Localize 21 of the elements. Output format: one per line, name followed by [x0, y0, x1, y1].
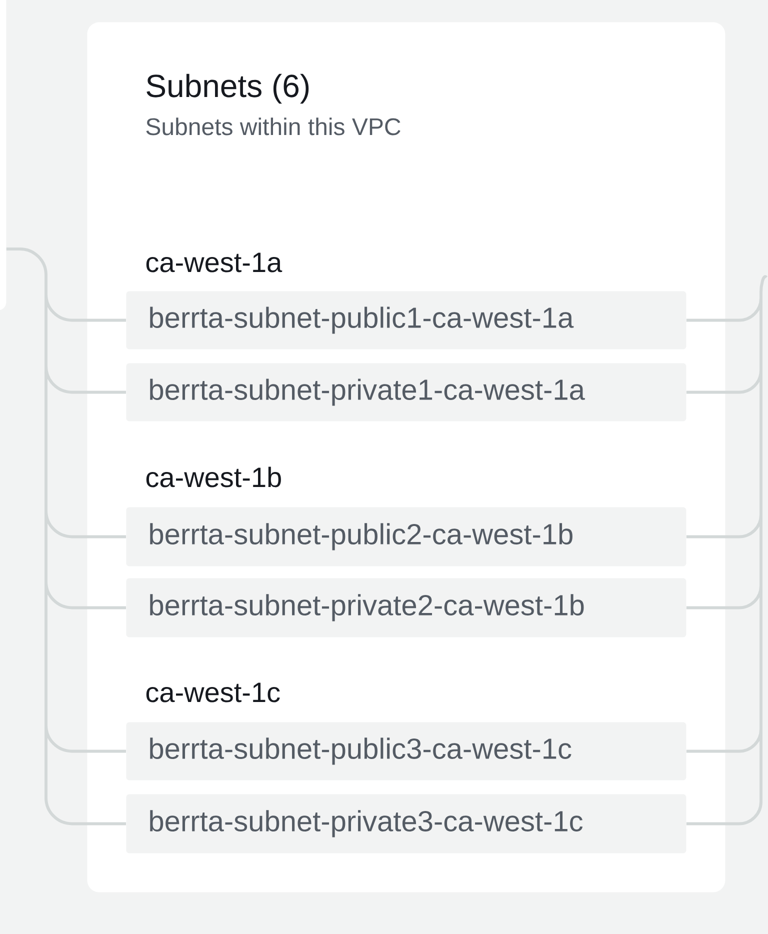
card-title: Subnets (6)	[146, 74, 309, 104]
connector-line	[686, 728, 762, 753]
subnet-box: berrta-subnet-public1-ca-west-1a	[126, 291, 686, 350]
connector-line	[44, 796, 126, 826]
connector-line	[6, 248, 48, 798]
card-subtitle: Subnets within this VPC	[146, 118, 400, 136]
subnet-box: berrta-subnet-public3-ca-west-1c	[126, 722, 686, 780]
subnet-box: berrta-subnet-private1-ca-west-1a	[126, 363, 686, 422]
connector-line	[686, 296, 762, 322]
subnet-box: berrta-subnet-private3-ca-west-1c	[126, 794, 686, 854]
connector-line	[44, 364, 126, 394]
connector-line	[686, 584, 762, 610]
connector-line	[686, 368, 762, 394]
subnet-box: berrta-subnet-private2-ca-west-1b	[126, 578, 686, 638]
connector-line	[760, 276, 768, 802]
connector-line	[686, 800, 762, 826]
zone-label: ca-west-1c	[146, 682, 280, 702]
connector-line	[686, 513, 762, 538]
zone-label: ca-west-1b	[146, 466, 281, 488]
card	[0, 0, 6, 310]
subnet-box: berrta-subnet-public2-ca-west-1b	[126, 507, 686, 566]
